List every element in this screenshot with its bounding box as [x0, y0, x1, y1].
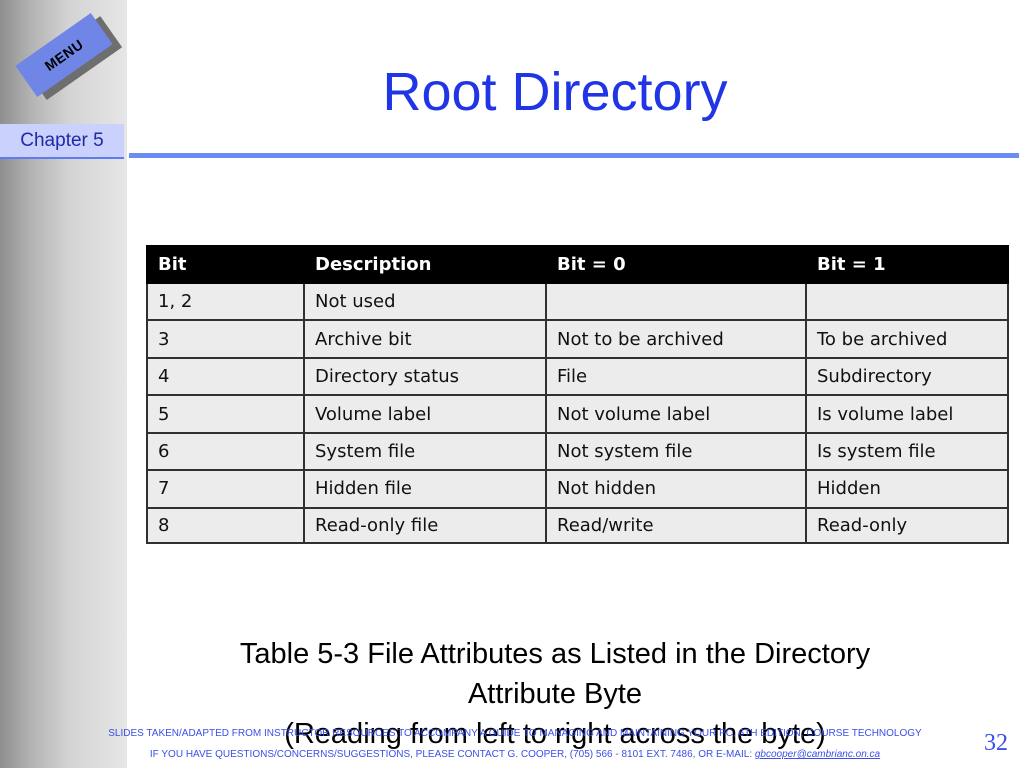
cell-bit: 3 — [146, 319, 305, 359]
cell-description: Not used — [303, 281, 547, 322]
cell-bit-1: Hidden — [805, 469, 1009, 509]
menu-button[interactable]: MENU — [15, 13, 123, 101]
cell-description: Directory status — [303, 356, 547, 397]
cell-bit-0: Not to be archived — [545, 319, 807, 359]
table-caption: Table 5-3 File Attributes as Listed in t… — [135, 634, 975, 754]
slide-title: Root Directory — [382, 62, 728, 122]
footer-credit: SLIDES TAKEN/ADAPTED FROM INSTRUCTOR RES… — [108, 728, 922, 739]
table-row: 4 Directory status File Subdirectory — [146, 356, 1009, 397]
file-attributes-table: Bit Description Bit = 0 Bit = 1 1, 2 Not… — [146, 245, 1009, 545]
cell-bit-0 — [545, 281, 807, 322]
caption-line-2: Attribute Byte — [467, 678, 643, 710]
cell-bit-1: Is system file — [805, 431, 1009, 472]
table-row: 5 Volume label Not volume label Is volum… — [146, 394, 1009, 434]
cell-bit-0: File — [545, 356, 807, 397]
cell-bit: 7 — [146, 469, 305, 509]
cell-bit-0: Not system file — [545, 431, 807, 472]
table-header-row: Bit Description Bit = 0 Bit = 1 — [146, 245, 1009, 284]
cell-description: Read-only file — [303, 506, 547, 545]
header-description: Description — [303, 245, 547, 284]
header-bit-1: Bit = 1 — [805, 245, 1009, 284]
title-divider — [129, 153, 1019, 158]
caption-line-1: Table 5-3 File Attributes as Listed in t… — [239, 638, 871, 670]
cell-bit: 5 — [146, 394, 305, 434]
table-row: 1, 2 Not used — [146, 281, 1009, 322]
email-link[interactable]: gbcooper@cambrianc.on.ca — [754, 749, 881, 760]
table-row: 7 Hidden file Not hidden Hidden — [146, 469, 1009, 509]
footer-contact: IF YOU HAVE QUESTIONS/CONCERNS/SUGGESTIO… — [55, 748, 975, 762]
cell-bit: 8 — [146, 506, 305, 545]
footer-contact-text: IF YOU HAVE QUESTIONS/CONCERNS/SUGGESTIO… — [149, 749, 755, 760]
page-number: 32 — [984, 730, 1008, 756]
cell-description: System file — [303, 431, 547, 472]
cell-bit-1: To be archived — [805, 319, 1009, 359]
cell-bit-0: Read/write — [545, 506, 807, 545]
header-bit-0: Bit = 0 — [545, 245, 807, 284]
table-row: 8 Read-only file Read/write Read-only — [146, 506, 1009, 545]
cell-bit-1: Is volume label — [805, 394, 1009, 434]
sidebar: MENU Chapter 5 — [0, 0, 127, 768]
cell-bit-0: Not volume label — [545, 394, 807, 434]
table-row: 3 Archive bit Not to be archived To be a… — [146, 319, 1009, 359]
chapter-label: Chapter 5 — [20, 129, 104, 151]
table-row: 6 System file Not system file Is system … — [146, 431, 1009, 472]
cell-bit-1: Subdirectory — [805, 356, 1009, 397]
cell-description: Archive bit — [303, 319, 547, 359]
cell-bit: 4 — [146, 356, 305, 397]
cell-bit: 6 — [146, 431, 305, 472]
caption-line-3: (Reading from left to right across the b… — [284, 718, 826, 750]
header-bit: Bit — [146, 245, 305, 284]
cell-bit-1 — [805, 281, 1009, 322]
footer: SLIDES TAKEN/ADAPTED FROM INSTRUCTOR RES… — [55, 727, 975, 768]
chapter-link[interactable]: Chapter 5 — [0, 124, 124, 159]
cell-bit-0: Not hidden — [545, 469, 807, 509]
cell-description: Volume label — [303, 394, 547, 434]
cell-description: Hidden file — [303, 469, 547, 509]
cell-bit: 1, 2 — [146, 281, 305, 322]
cell-bit-1: Read-only — [805, 506, 1009, 545]
